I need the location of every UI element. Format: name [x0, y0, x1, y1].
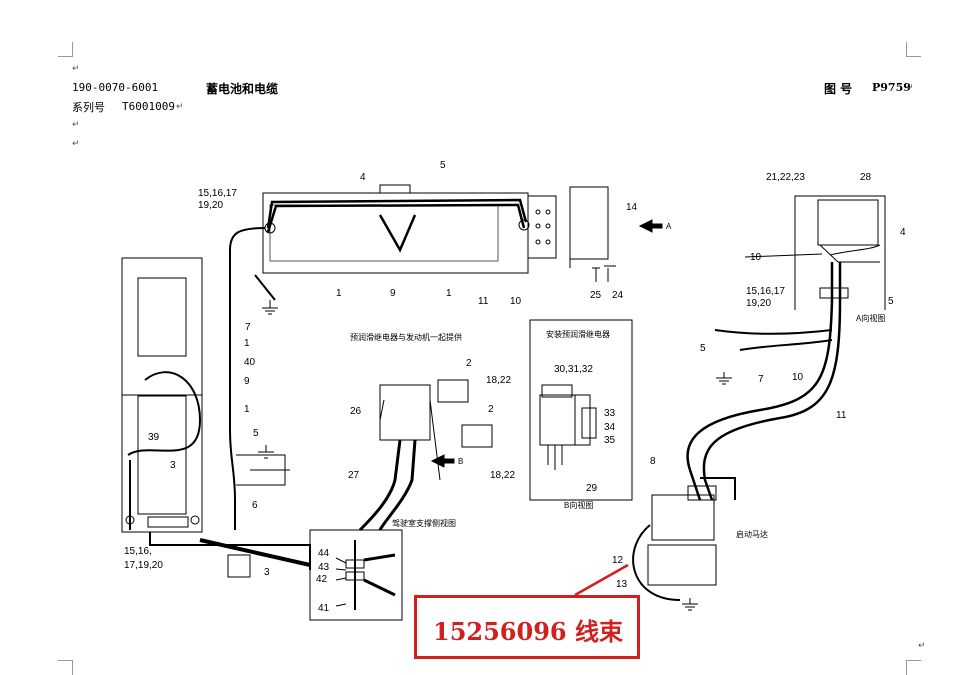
label-15-bottom: 15,16,: [124, 546, 152, 557]
caption-starter: 启动马达: [736, 529, 768, 539]
label-15-right: 15,16,17: [746, 286, 785, 297]
label-18b: 18,22: [490, 470, 515, 481]
crop-mark-bottom-right: [906, 660, 921, 675]
a-view-housing: [744, 195, 886, 310]
label-28: 28: [860, 172, 872, 183]
label-7b: 7: [758, 374, 764, 385]
label-35: 35: [604, 435, 616, 446]
callout-pointer: [574, 563, 629, 597]
label-1d: 1: [244, 404, 250, 415]
part-number: 190-0070-6001: [72, 81, 159, 94]
caption-install-relay: 安装预润滑继电器: [546, 329, 610, 339]
label-9b: 9: [244, 376, 250, 387]
bolt-detail-box: [309, 529, 403, 621]
arrow-b: [430, 454, 455, 468]
label-3b: 3: [264, 567, 270, 578]
label-1b: 1: [446, 288, 452, 299]
label-9a: 9: [390, 288, 396, 299]
crop-mark-bottom-left: [58, 660, 73, 675]
label-6: 6: [252, 500, 258, 511]
arrow-b-label: B: [458, 457, 463, 466]
arrow-a-label: A: [666, 222, 672, 231]
paragraph-mark: ↵: [72, 139, 80, 149]
paragraph-mark: ↵: [918, 641, 926, 651]
label-3a: 3: [170, 460, 176, 471]
label-5c: 5: [888, 296, 894, 307]
caption-cab-view: 驾驶室支撑侧视图: [392, 518, 456, 528]
left-battery-box: [121, 257, 203, 533]
label-34: 34: [604, 422, 616, 433]
label-30-31-32: 30,31,32: [554, 364, 593, 375]
paragraph-mark: ↵: [72, 64, 80, 74]
label-29: 29: [586, 483, 598, 494]
label-19-top: 19,20: [198, 200, 223, 211]
crop-mark-top-left: [58, 42, 73, 57]
left-down-cable: [229, 227, 276, 530]
label-5-top: 5: [440, 160, 446, 171]
left-box-cables: [127, 371, 311, 570]
arrow-a: [638, 219, 663, 233]
label-11b: 11: [836, 410, 847, 421]
label-26: 26: [350, 406, 362, 417]
label-39: 39: [148, 432, 160, 443]
top-cable: [266, 198, 528, 253]
label-33: 33: [604, 408, 616, 419]
label-8: 8: [650, 456, 656, 467]
label-27: 27: [348, 470, 360, 481]
caption-a-view: A向视图: [856, 313, 885, 323]
top-battery-box: [262, 184, 609, 274]
label-4-top: 4: [360, 172, 366, 183]
label-24: 24: [612, 290, 624, 301]
label-18a: 18,22: [486, 375, 511, 386]
terminal-component: [227, 554, 251, 578]
right-cable: [686, 262, 842, 501]
series-label: 系列号: [72, 101, 105, 114]
harness-callout-text: 15256096 线束: [433, 617, 623, 646]
label-40: 40: [244, 357, 256, 368]
paragraph-mark: ↵: [906, 83, 914, 93]
harness-callout-box: 15256096 线束: [414, 595, 640, 659]
label-1c: 1: [244, 338, 250, 349]
label-25: 25: [590, 290, 602, 301]
label-5b: 5: [253, 428, 259, 439]
label-4-right: 4: [900, 227, 906, 238]
label-5d: 5: [700, 343, 706, 354]
label-42: 42: [316, 574, 328, 585]
document-title: 蓄电池和电缆: [206, 82, 279, 96]
label-10a: 10: [510, 296, 522, 307]
bolt-25: [592, 265, 616, 282]
label-14: 14: [626, 202, 638, 213]
b-view-box: [529, 319, 633, 501]
label-15-top: 15,16,17: [198, 188, 237, 199]
paragraph-mark: ↵: [72, 120, 80, 130]
label-2b: 2: [488, 404, 494, 415]
starter-motor: [632, 485, 717, 601]
label-2a: 2: [466, 358, 472, 369]
label-43: 43: [318, 562, 330, 573]
caption-relay-supplied: 预润滑继电器与发动机一起提供: [350, 332, 462, 342]
series-number: T6001009: [122, 100, 175, 113]
label-10c: 10: [792, 372, 804, 383]
relay-detail: [358, 379, 493, 532]
ground-symbols: [258, 300, 732, 611]
drawing-label: 图 号: [824, 82, 853, 96]
label-17-bottom: 17,19,20: [124, 560, 163, 571]
label-44: 44: [318, 548, 330, 559]
label-1a: 1: [336, 288, 342, 299]
label-13: 13: [616, 579, 628, 590]
label-7a: 7: [245, 322, 251, 333]
crop-mark-top-right: [906, 42, 921, 57]
label-41: 41: [318, 603, 330, 614]
label-21-22-23: 21,22,23: [766, 172, 805, 183]
label-19-right: 19,20: [746, 298, 771, 309]
label-11a: 11: [478, 296, 489, 307]
caption-b-view: B向视图: [564, 500, 593, 510]
paragraph-mark: ↵: [176, 102, 184, 112]
label-12: 12: [612, 555, 624, 566]
label-10b: 10: [750, 252, 762, 263]
lower-bracket: [236, 454, 290, 486]
drawing-number: P9759: [872, 81, 911, 94]
